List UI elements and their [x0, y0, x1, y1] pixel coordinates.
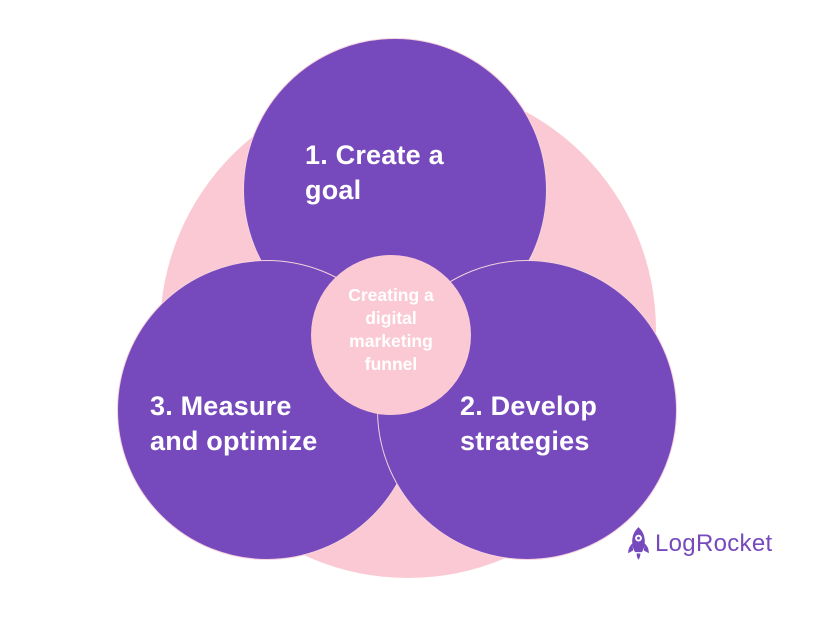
- logrocket-logo: LogRocket: [625, 526, 772, 562]
- step-label-create-goal: 1. Create a goal: [305, 140, 444, 205]
- logrocket-wordmark: LogRocket: [655, 530, 773, 557]
- rocket-icon: [625, 526, 652, 562]
- step-label-measure-optimize: 3. Measure and optimize: [150, 391, 318, 456]
- center-circle: [311, 255, 471, 415]
- center-label: Creating a digital marketing funnel: [348, 285, 434, 374]
- step-label-develop-strategies: 2. Develop strategies: [460, 391, 598, 456]
